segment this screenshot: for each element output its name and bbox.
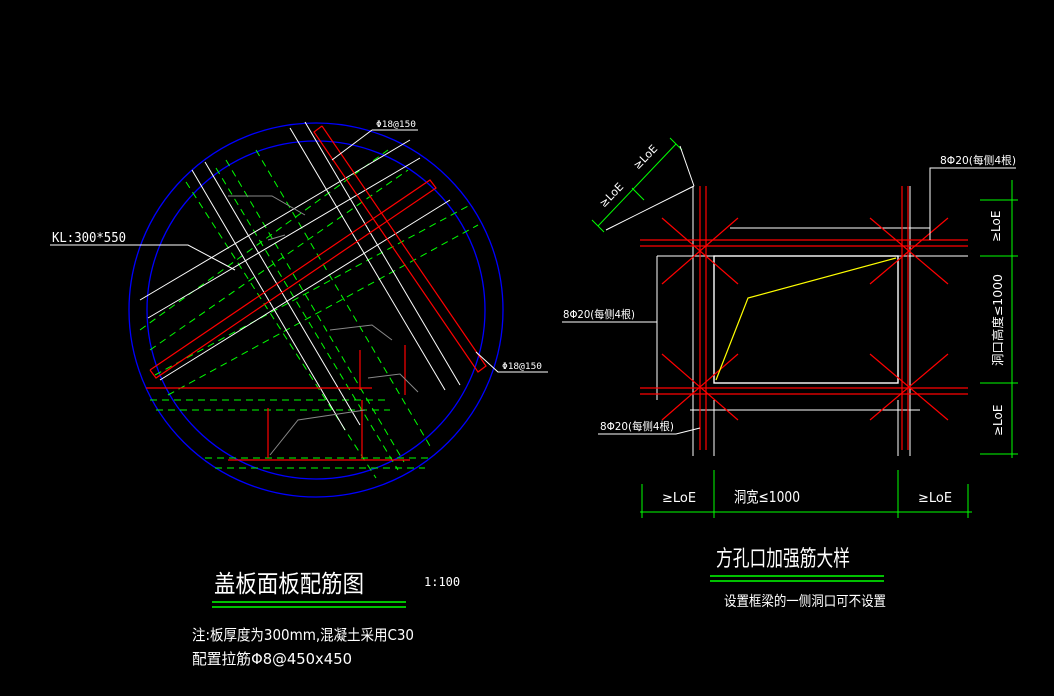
left-scale: 1:100	[424, 575, 460, 589]
kl-label: KL:300*550	[52, 231, 126, 246]
diag-loe-b: ≥LoE	[631, 142, 660, 172]
outer-circle	[128, 122, 504, 498]
label-bottom: 8Φ20(每侧4根)	[600, 419, 674, 433]
left-note-2: 配置拉筋Φ8@450x450	[192, 650, 352, 668]
bottom-dim-mid: 洞宽≤1000	[734, 488, 800, 506]
bottom-dim-right: ≥LoE	[918, 491, 952, 506]
right-dim-bot: ≥LoE	[991, 405, 1005, 436]
dashed-beams-b	[139, 149, 479, 396]
rebar-right-label: Φ18@150	[502, 362, 542, 372]
right-subtitle: 设置框梁的一侧洞口可不设置	[724, 594, 886, 610]
hole-leaders	[562, 167, 1016, 435]
reinforcement-bars	[640, 186, 968, 450]
break-lines	[228, 195, 419, 456]
rebar-top-label: Φ18@150	[376, 120, 416, 130]
diag-loe-a: ≥LoE	[597, 180, 626, 210]
bottom-dim-left: ≥LoE	[662, 491, 696, 506]
left-note-1: 注:板厚度为300mm,混凝土采用C30	[192, 626, 414, 644]
beam-outlines	[139, 121, 461, 431]
left-title: 盖板面板配筋图	[214, 570, 364, 598]
cover-plate-drawing: KL:300*550 Φ18@150 Φ18@150 盖板面板配筋图 1:100…	[50, 120, 548, 668]
right-dimension	[980, 180, 1018, 458]
bottom-dimension	[640, 470, 972, 518]
hole-detail-drawing: ≥LoE ≥LoE ≥LoE 洞口高度≤1000 ≥LoE ≥LoE 洞宽≤10…	[562, 137, 1018, 610]
right-title: 方孔口加强筋大样	[716, 547, 850, 572]
frame-lines	[656, 186, 968, 456]
right-dim-mid: 洞口高度≤1000	[990, 274, 1005, 366]
dashed-beams-a	[185, 149, 431, 479]
label-top-right: 8Φ20(每侧4根)	[940, 153, 1016, 167]
inner-circle	[146, 140, 486, 480]
hole-break-line	[715, 257, 897, 381]
diag-dimension	[591, 137, 695, 233]
right-dim-top: ≥LoE	[989, 211, 1003, 242]
label-left: 8Φ20(每侧4根)	[563, 307, 635, 321]
rebar-lines	[146, 125, 487, 461]
leader-lines	[50, 129, 548, 373]
hole-outline	[713, 255, 899, 384]
